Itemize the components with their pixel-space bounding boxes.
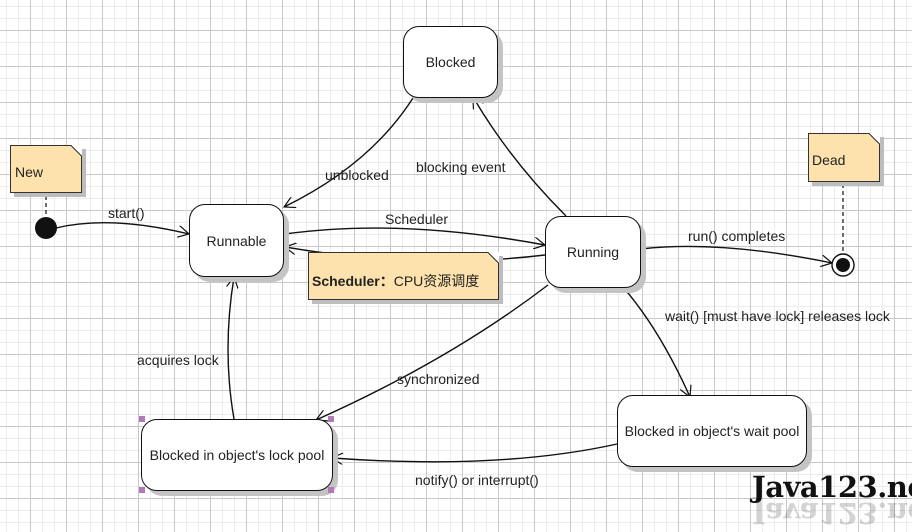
label-notify: notify() or interrupt() — [415, 472, 539, 488]
edge-start — [55, 222, 189, 234]
edge-synchronized — [316, 284, 549, 420]
state-running[interactable]: Running — [545, 216, 641, 288]
edge-acquires-lock — [228, 277, 234, 420]
note-dead[interactable]: Dead — [808, 133, 880, 182]
final-node-core — [836, 258, 850, 272]
selection-handle-top-right[interactable] — [328, 416, 334, 422]
label-scheduler: Scheduler — [385, 211, 449, 227]
edge-notify — [332, 443, 618, 462]
edge-blocking-event — [473, 97, 567, 217]
note-dead-text: Dead — [812, 152, 846, 168]
state-runnable[interactable]: Runnable — [189, 204, 284, 277]
state-lock-pool[interactable]: Blocked in object's lock pool — [141, 419, 333, 491]
state-wait-pool-label: Blocked in object's wait pool — [624, 423, 800, 439]
note-scheduler-content: Scheduler：CPU资源调度 — [312, 271, 479, 291]
edge-wait — [622, 286, 690, 397]
initial-node — [35, 217, 57, 239]
note-fold-edge-icon — [868, 133, 880, 145]
edge-unblocked — [284, 97, 414, 207]
note-new[interactable]: New — [10, 145, 82, 193]
edge-run-completes — [640, 245, 832, 263]
state-blocked[interactable]: Blocked — [403, 26, 498, 98]
state-running-label: Running — [566, 244, 620, 260]
selection-handle-bottom-right[interactable] — [328, 487, 334, 493]
label-blocking-event: blocking event — [416, 159, 506, 175]
state-lock-pool-label: Blocked in object's lock pool — [149, 447, 325, 463]
label-run-completes: run() completes — [688, 228, 786, 244]
note-fold-edge-icon — [487, 252, 499, 264]
label-acquires-lock: acquires lock — [137, 352, 219, 368]
note-new-text: New — [15, 164, 44, 180]
edge-scheduler-to-running — [284, 227, 545, 245]
state-blocked-label: Blocked — [425, 54, 476, 70]
state-wait-pool[interactable]: Blocked in object's wait pool — [617, 395, 807, 467]
watermark-reflection: Java123.net — [752, 496, 912, 530]
note-scheduler[interactable]: Scheduler：CPU资源调度 — [308, 252, 499, 300]
note-scheduler-title: Scheduler： — [312, 273, 394, 289]
label-unblocked: unblocked — [325, 167, 389, 183]
selection-handle-top-left[interactable] — [139, 416, 145, 422]
selection-handle-bottom-left[interactable] — [139, 487, 145, 493]
label-synchronized: synchronized — [397, 371, 480, 387]
watermark-logo: Java123.net — [752, 470, 912, 504]
label-start: start() — [108, 205, 145, 221]
note-scheduler-text: CPU资源调度 — [393, 273, 480, 289]
label-wait: wait() [must have lock] releases lock — [665, 308, 890, 324]
state-runnable-label: Runnable — [206, 232, 267, 249]
note-fold-edge-icon — [70, 145, 82, 157]
